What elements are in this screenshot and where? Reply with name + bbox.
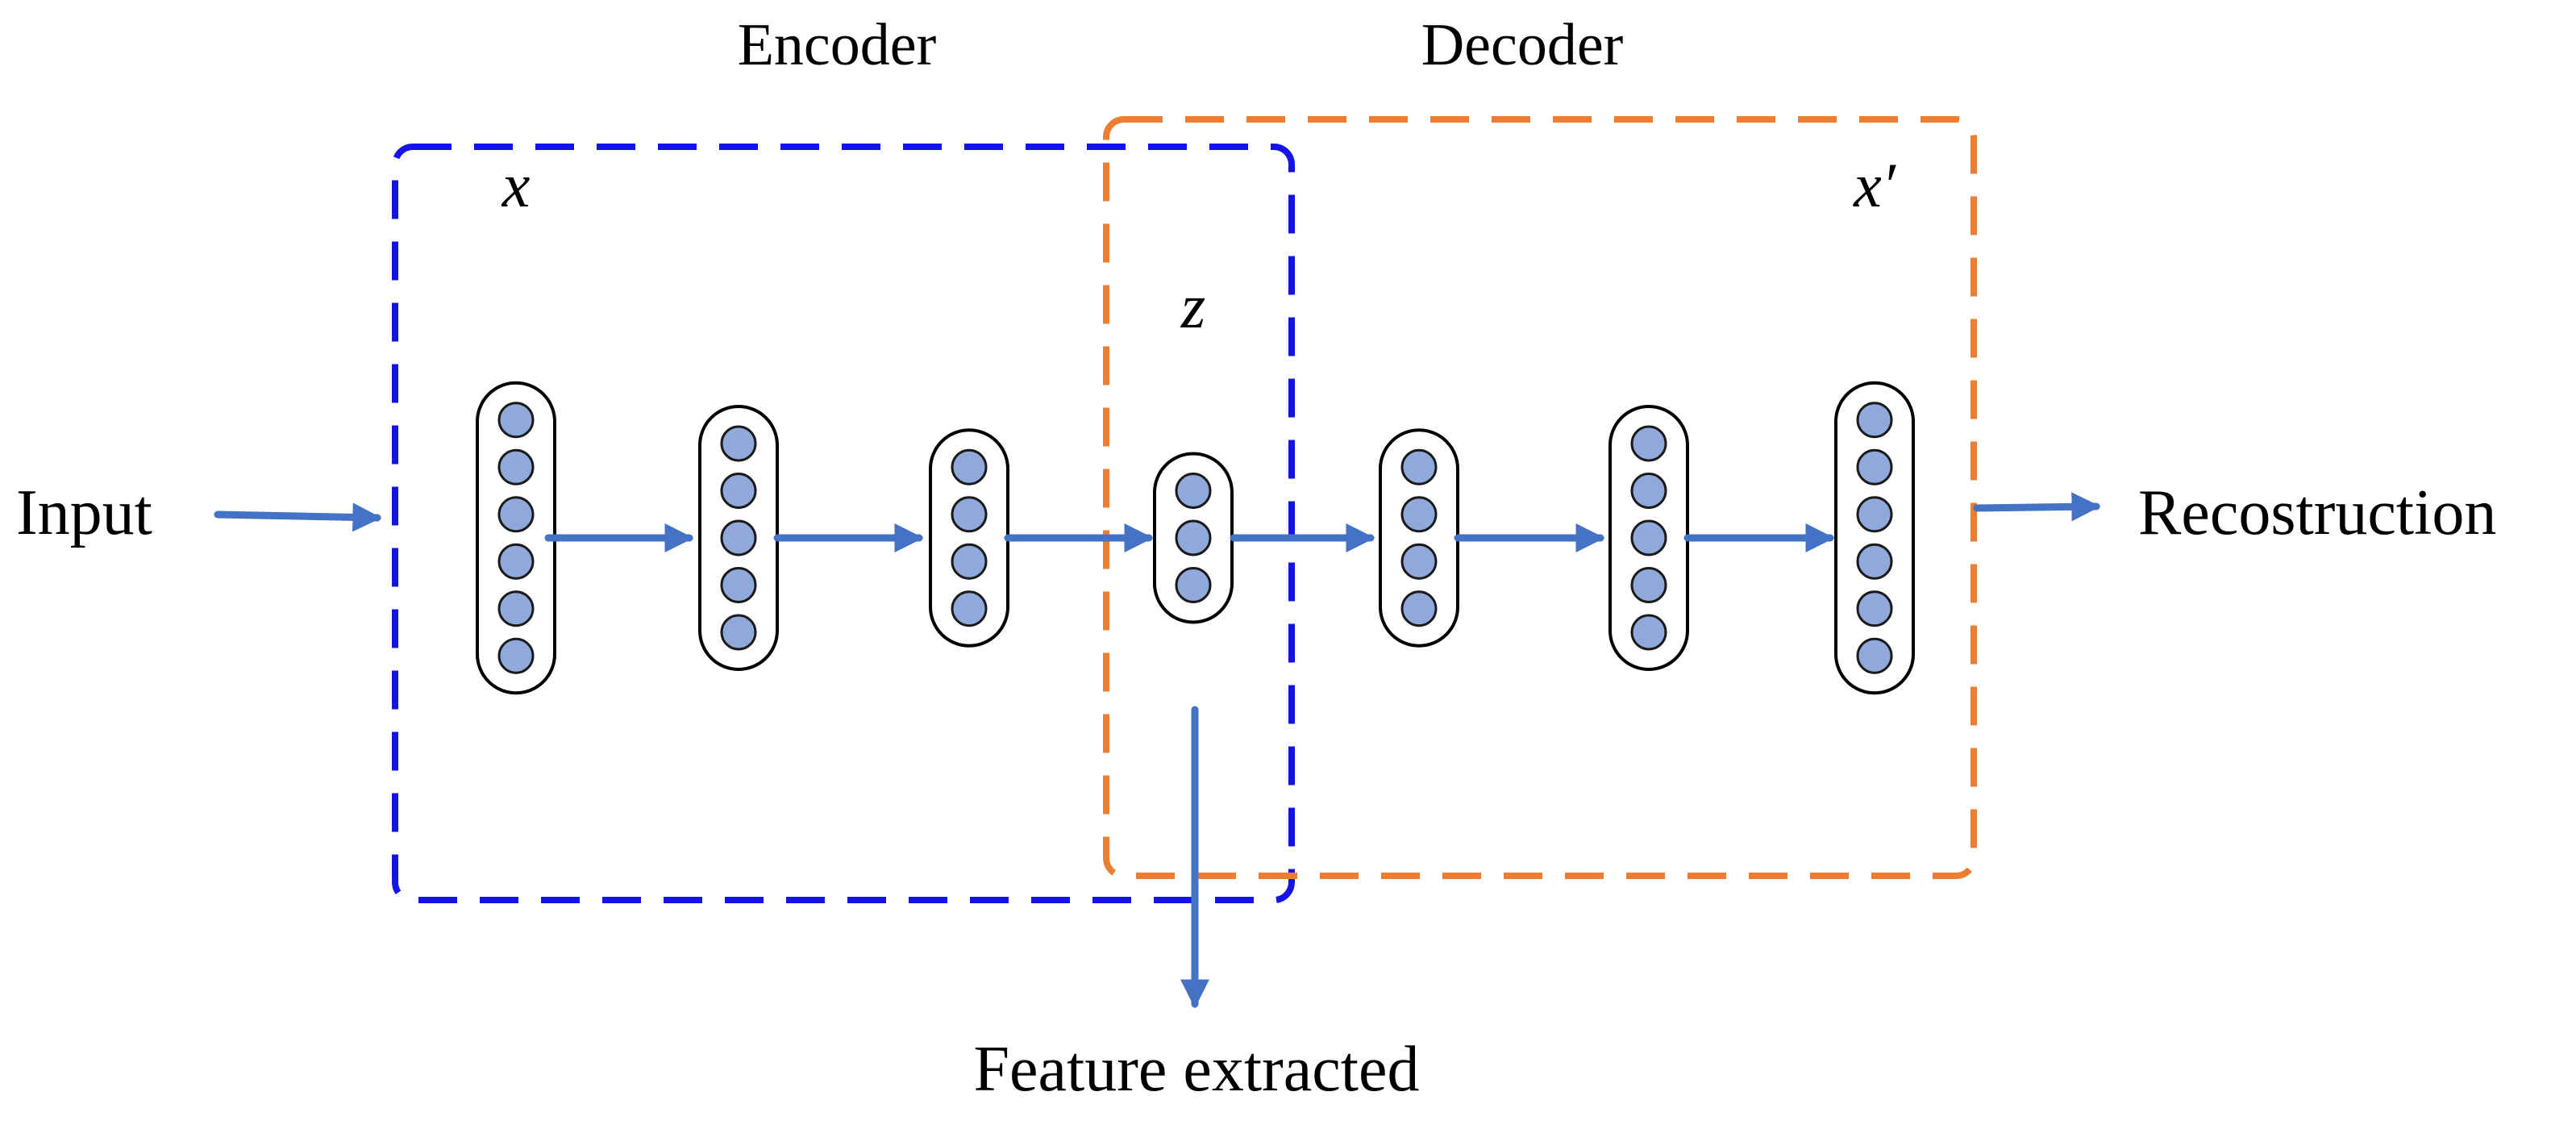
neuron-node xyxy=(1630,519,1667,556)
neuron-node xyxy=(951,496,988,533)
neuron-node xyxy=(497,402,535,439)
neuron-node xyxy=(1175,473,1212,509)
decoder-region xyxy=(1103,116,1977,879)
layer-2 xyxy=(698,405,779,671)
neuron-node xyxy=(720,425,757,462)
neuron-node xyxy=(951,543,988,580)
neuron-node xyxy=(720,473,757,509)
neuron-node xyxy=(497,496,535,533)
neuron-node xyxy=(497,448,535,485)
network-layers xyxy=(476,381,1915,695)
neuron-node xyxy=(1856,543,1893,580)
neuron-node xyxy=(1856,590,1893,627)
neuron-node xyxy=(1400,448,1438,485)
neuron-node xyxy=(497,590,535,627)
input-vector-label: x xyxy=(501,150,531,220)
layer-3 xyxy=(929,428,1009,648)
reconstruction-label: Recostruction xyxy=(2138,477,2496,548)
layer-1 xyxy=(476,381,556,695)
neuron-node xyxy=(1856,402,1893,439)
neuron-node xyxy=(497,543,535,580)
neuron-node xyxy=(1856,637,1893,674)
layer-container xyxy=(1834,381,1915,695)
layer-6 xyxy=(1608,405,1689,671)
encoder-title: Encoder xyxy=(738,12,937,78)
neuron-node xyxy=(951,590,988,627)
neuron-node xyxy=(720,567,757,603)
neuron-node xyxy=(497,637,535,674)
input-label: Input xyxy=(16,477,152,548)
neuron-node xyxy=(951,448,988,485)
neuron-node xyxy=(1400,543,1438,580)
layer-4 xyxy=(1153,452,1234,624)
neuron-node xyxy=(1630,425,1667,462)
neuron-node xyxy=(1630,567,1667,603)
neuron-node xyxy=(720,519,757,556)
flow-arrows xyxy=(214,492,2101,1009)
encoder-region xyxy=(392,144,1295,903)
layer-5 xyxy=(1379,428,1459,648)
neuron-node xyxy=(1856,496,1893,533)
layer-7 xyxy=(1834,381,1915,695)
decoder-title: Decoder xyxy=(1421,12,1624,78)
feature-extracted-label: Feature extracted xyxy=(973,1034,1419,1105)
neuron-node xyxy=(1630,473,1667,509)
neuron-node xyxy=(720,614,757,651)
neuron-node xyxy=(1630,614,1667,651)
input-arrow xyxy=(214,502,382,532)
neuron-node xyxy=(1856,448,1893,485)
latent-vector-label: z xyxy=(1180,271,1205,341)
output-arrow xyxy=(1973,492,2101,522)
neuron-node xyxy=(1400,496,1438,533)
neuron-node xyxy=(1175,567,1212,603)
neuron-node xyxy=(1400,590,1438,627)
output-vector-label: x′ xyxy=(1853,150,1897,220)
neuron-node xyxy=(1175,519,1212,556)
